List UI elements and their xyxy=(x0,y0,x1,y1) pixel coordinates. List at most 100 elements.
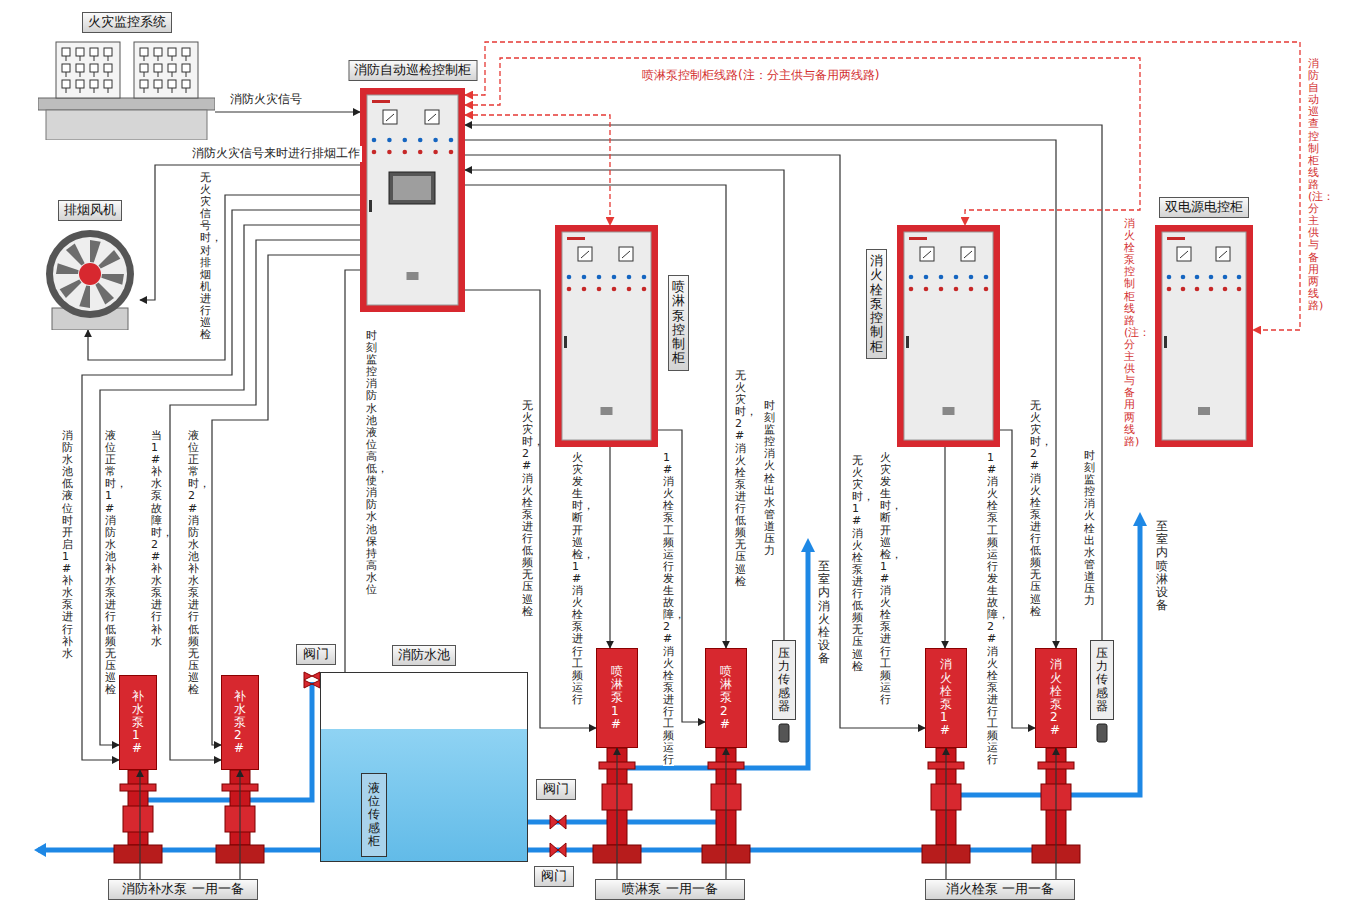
door-handle xyxy=(564,336,567,348)
water-pipes xyxy=(38,522,1140,850)
pump-motor: 补水泵1# xyxy=(119,675,157,770)
signal-line xyxy=(465,155,925,728)
console-indicator xyxy=(76,80,84,88)
indicator-lamp xyxy=(642,287,647,292)
power-line xyxy=(465,58,1140,225)
pump-motor: 补水泵2# xyxy=(221,675,259,770)
nameplate xyxy=(943,407,955,415)
door-handle xyxy=(369,200,372,212)
indicator-lamp xyxy=(582,275,587,280)
console-indicator xyxy=(154,64,162,72)
vertical-text: 喷淋泵2# xyxy=(720,665,732,731)
control-cabinet: 喷淋泵控制柜 xyxy=(555,225,658,447)
caption-box: 阀门 xyxy=(534,866,574,887)
console-lead xyxy=(158,72,159,77)
indicator-lamp xyxy=(909,287,914,292)
signal-line xyxy=(140,165,360,300)
nameplate xyxy=(1198,407,1210,415)
pressure-sensor: 压力传感器 xyxy=(772,640,796,720)
console-base xyxy=(46,110,207,140)
meter-needle xyxy=(1219,251,1227,258)
edge-label: 喷淋泵控制柜线路(注：分主供与备用两线路) xyxy=(640,68,881,84)
caption-box: 喷淋泵 一用一备 xyxy=(595,879,745,900)
console-lead xyxy=(66,72,67,77)
fan-ring xyxy=(53,237,127,311)
fan-blade xyxy=(101,274,124,285)
signal-line xyxy=(465,125,1102,640)
nameplate xyxy=(601,407,613,415)
meter-needle xyxy=(428,114,436,121)
console-indicator xyxy=(62,48,70,56)
caption-text: 消防补水泵 一用一备 xyxy=(115,881,251,898)
indicator-lamp xyxy=(403,138,408,143)
meter xyxy=(425,110,439,124)
console-lead xyxy=(94,72,95,77)
pump-motor: 消火栓泵2# xyxy=(1035,648,1077,748)
console-lead xyxy=(158,56,159,61)
console-lead xyxy=(158,88,159,93)
pump-motor: 消火栓泵1# xyxy=(925,648,967,748)
vertical-text: 补水泵2# xyxy=(234,690,246,756)
water-tank: 消防水池液位传感柜 xyxy=(320,672,528,862)
indicator-lamp xyxy=(984,275,989,280)
cabinet-frame xyxy=(360,88,465,312)
indicator-lamp xyxy=(924,287,929,292)
indicator-lamp xyxy=(612,287,617,292)
indicator-lamp xyxy=(403,150,408,155)
edge-label: 消防火灾信号 xyxy=(228,92,304,108)
console-lead xyxy=(66,56,67,61)
indicator-lamp xyxy=(954,275,959,280)
console-indicator xyxy=(90,48,98,56)
edge-label: 无火灾时，2#消火栓泵进行低频无压巡检 xyxy=(1030,400,1041,618)
signal-line xyxy=(465,140,1056,648)
edge-label: 火灾发生时，断开巡检，1#消火栓泵进行工频运行 xyxy=(572,452,583,706)
console-indicator xyxy=(62,64,70,72)
console-module xyxy=(56,42,120,98)
caption-box: 消火栓泵 一用一备 xyxy=(925,879,1075,900)
heading-label: 排烟风机 xyxy=(58,200,122,221)
pipe xyxy=(38,848,320,853)
console-lead xyxy=(172,88,173,93)
indicator-lamp xyxy=(372,138,377,143)
meter xyxy=(578,247,592,261)
cabinet-illustration xyxy=(360,88,465,312)
console-lead xyxy=(80,56,81,61)
brand-mark xyxy=(567,237,585,240)
cabinet-frame xyxy=(1155,225,1253,447)
exhaust-fan: 排烟风机 xyxy=(40,228,140,330)
console-lead xyxy=(186,72,187,77)
indicator-lamp xyxy=(582,287,587,292)
indicator-lamp xyxy=(1181,287,1186,292)
indicator-lamp xyxy=(1195,287,1200,292)
console-indicator xyxy=(140,48,148,56)
indicator-lamp xyxy=(627,287,632,292)
cabinet-frame xyxy=(897,225,1000,447)
arrowhead xyxy=(34,843,46,857)
indicator-lamp xyxy=(1209,287,1214,292)
pump-base xyxy=(114,845,162,863)
caption-box: 阀门 xyxy=(296,644,336,665)
indicator-lamp xyxy=(567,287,572,292)
fan-blade xyxy=(90,240,101,263)
fan-blade xyxy=(56,263,79,274)
indicator-lamp xyxy=(969,275,974,280)
console-indicator xyxy=(182,48,190,56)
edge-label: 消防火灾信号来时进行排烟工作 xyxy=(190,146,362,162)
edge-label: 无火灾时，2#消火栓泵进行低频无压巡检 xyxy=(522,400,533,618)
pressure-sensor: 压力传感器 xyxy=(1090,640,1114,720)
console-indicator xyxy=(168,48,176,56)
edge-label: 消防自动巡查控制柜线路(注：分主供与备用两线路) xyxy=(1308,58,1319,312)
pipe-arrows xyxy=(34,512,1147,857)
console-desk xyxy=(38,98,215,110)
heading-label: 火灾监控系统 xyxy=(82,12,172,33)
nameplate xyxy=(407,272,419,280)
console-indicator xyxy=(104,64,112,72)
meter xyxy=(1177,247,1191,261)
console-indicator xyxy=(140,64,148,72)
indicator-lamp xyxy=(1195,275,1200,280)
pipe xyxy=(617,548,808,768)
indicator-lamp xyxy=(372,150,377,155)
console-lead xyxy=(186,56,187,61)
indicator-lamp xyxy=(1237,275,1242,280)
console-indicator xyxy=(104,48,112,56)
